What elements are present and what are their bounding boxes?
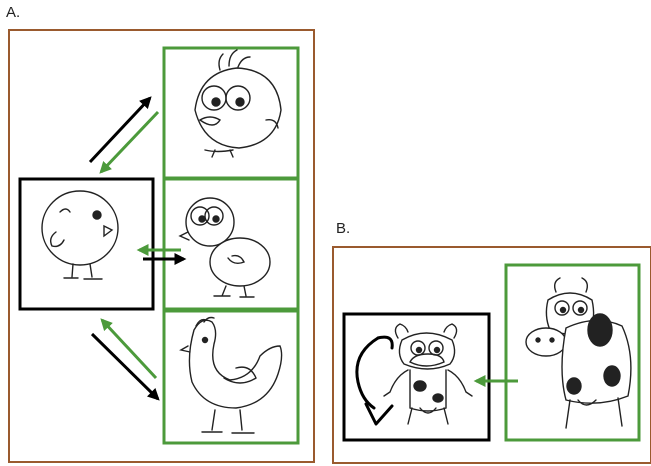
box-cow-target: [504, 263, 641, 442]
panel-a-frame: [8, 29, 315, 463]
panel-a-label: A.: [6, 4, 21, 21]
box-bottom-target: [162, 309, 300, 445]
chick-head-sketch-icon: [194, 49, 282, 158]
hen-sketch-icon: [179, 316, 283, 434]
arrow-black-up: [88, 96, 152, 164]
arrow-black-down: [90, 332, 160, 401]
panel-b-frame: [332, 246, 651, 464]
panel-b-label: B.: [336, 220, 351, 237]
arrow-green-up: [100, 318, 158, 380]
box-middle-target: [162, 177, 300, 311]
arrow-green-down: [99, 110, 160, 174]
curved-rotation-arrow-icon: [355, 335, 394, 426]
chick-sketch-icon: [41, 190, 119, 280]
cartoon-cow-sketch-icon: [383, 323, 473, 425]
cow-sketch-icon: [525, 277, 632, 429]
box-center-source: [18, 177, 155, 311]
box-cartoon-cow-source: [342, 312, 491, 442]
chick-side-sketch-icon: [178, 197, 271, 298]
